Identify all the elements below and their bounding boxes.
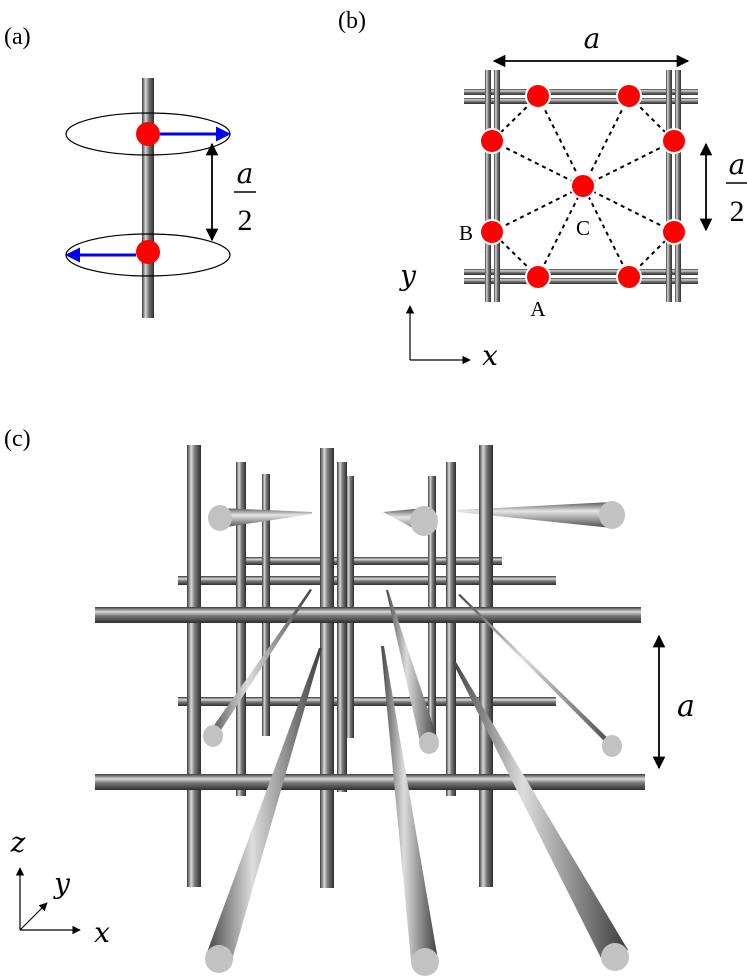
rod xyxy=(142,78,154,318)
site-label-a: A xyxy=(530,297,546,321)
rod xyxy=(666,70,672,302)
rod xyxy=(95,607,641,623)
rod xyxy=(464,89,698,95)
spin-cone-base xyxy=(203,725,223,747)
spin-cone-base xyxy=(410,506,438,536)
rod xyxy=(236,462,246,796)
atom xyxy=(661,128,687,154)
rod xyxy=(95,774,645,790)
y-axis-label: y xyxy=(398,259,417,292)
panel-c-label: (c) xyxy=(4,426,31,452)
atom-c xyxy=(570,173,596,199)
spacing-denominator: 2 xyxy=(238,204,253,237)
rod xyxy=(178,697,556,706)
spin-cone-base xyxy=(601,943,629,971)
spin-cone-base xyxy=(205,945,233,973)
panel-a-label: (a) xyxy=(4,24,31,50)
rod xyxy=(240,557,502,565)
rod xyxy=(479,445,493,887)
rod xyxy=(464,98,698,104)
rod xyxy=(494,70,500,302)
panel-b-label: (b) xyxy=(338,8,366,34)
z-axis-label: z xyxy=(10,826,26,859)
panel-c: (c) xyxy=(4,426,695,976)
spin-cone-icon xyxy=(220,508,312,528)
y-axis-label: y xyxy=(52,867,71,900)
atom-b xyxy=(479,219,505,245)
rod xyxy=(485,70,491,302)
panel-b: (b) a xyxy=(338,8,747,372)
rod xyxy=(675,70,681,302)
spin-cone-base xyxy=(411,948,439,976)
spin-cone-base xyxy=(602,735,622,757)
site-label-c: C xyxy=(576,216,590,240)
spin-cone-icon xyxy=(381,646,438,960)
rod xyxy=(428,476,436,736)
x-axis-label: x xyxy=(94,916,110,949)
spin-cone-base xyxy=(208,505,232,531)
atom xyxy=(661,219,687,245)
dimension-label: a xyxy=(677,689,695,724)
side-dimension-denominator: 2 xyxy=(730,195,745,228)
spin-cone-icon xyxy=(458,594,620,750)
atom-a xyxy=(525,264,551,290)
y-axis-arrow xyxy=(19,902,48,931)
rod xyxy=(464,269,698,275)
rod xyxy=(187,445,201,887)
rod xyxy=(446,462,456,796)
atom xyxy=(136,240,160,264)
rod xyxy=(262,474,270,736)
rod xyxy=(464,278,698,284)
spin-cone-icon xyxy=(206,648,322,960)
spin-cone-base xyxy=(419,732,439,754)
top-dimension-label: a xyxy=(584,22,601,55)
rod xyxy=(178,576,556,585)
rod xyxy=(320,448,334,888)
spacing-numerator: a xyxy=(237,157,254,190)
spin-cone-icon xyxy=(205,589,312,738)
spin-cone-icon xyxy=(458,502,612,528)
spin-cone-icon xyxy=(453,662,628,958)
atom xyxy=(525,83,551,109)
atom xyxy=(616,83,642,109)
spin-cone-icon xyxy=(386,590,438,742)
x-axis-label: x xyxy=(482,339,498,372)
side-dimension-numerator: a xyxy=(729,148,746,181)
panel-a: (a) a 2 xyxy=(4,24,256,318)
rod xyxy=(337,462,347,792)
site-label-b: B xyxy=(459,221,473,245)
atom xyxy=(479,128,505,154)
atom xyxy=(136,122,160,146)
atom xyxy=(616,264,642,290)
spin-cone-base xyxy=(599,501,625,529)
